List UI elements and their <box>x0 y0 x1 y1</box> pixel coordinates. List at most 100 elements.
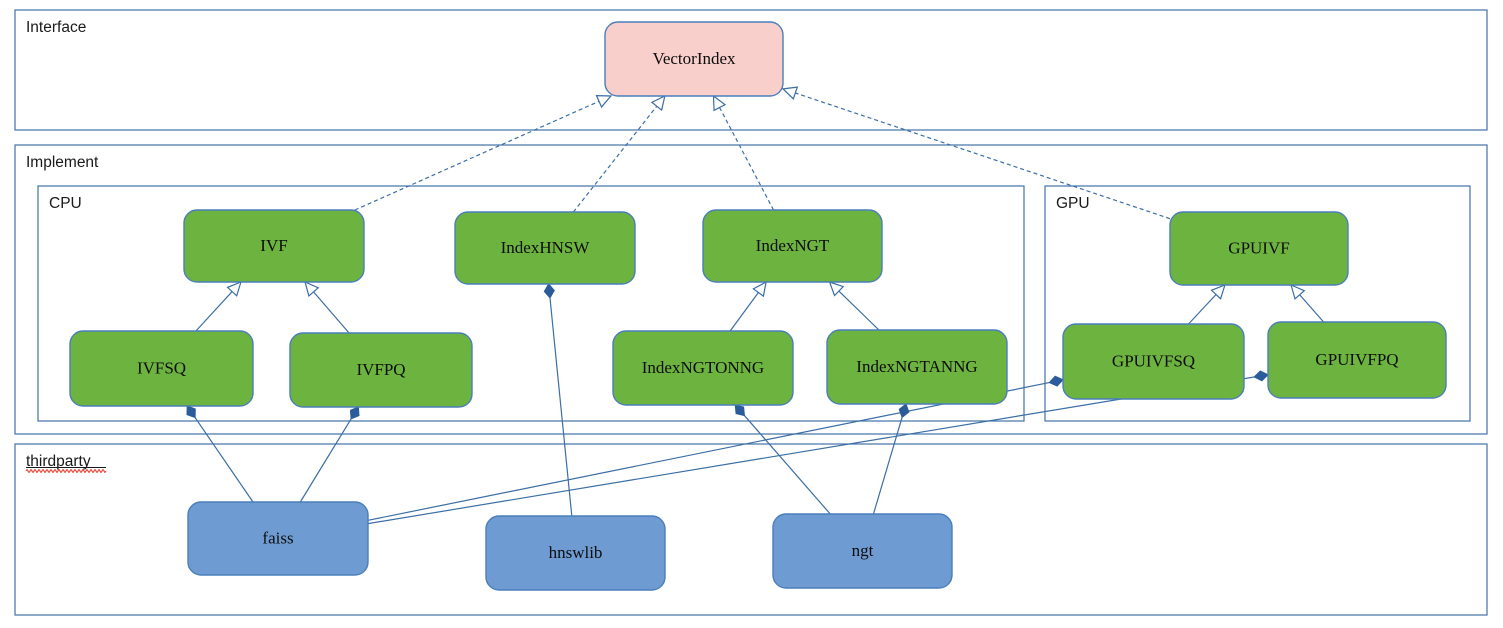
node-vectorindex[interactable]: VectorIndex <box>604 21 784 97</box>
node-indexngt[interactable]: IndexNGT <box>702 209 883 283</box>
spellcheck-underline <box>25 469 107 473</box>
node-box-ivfsq[interactable] <box>69 330 254 407</box>
node-box-indexngt[interactable] <box>702 209 883 283</box>
node-indexhnsw[interactable]: IndexHNSW <box>454 211 636 285</box>
edge-gpuivf-to-vectorindex <box>781 86 1171 220</box>
edges-layer <box>186 86 1325 525</box>
node-box-ngt[interactable] <box>772 513 953 589</box>
arrowhead-filled-diamond <box>349 406 360 420</box>
edge-line-composition <box>549 297 573 517</box>
edge-line-realization <box>572 105 658 213</box>
node-box-gpuivfsq[interactable] <box>1062 323 1245 400</box>
frame-label-interface: Interface <box>26 19 86 36</box>
arrowhead-hollow-triangle <box>1290 283 1306 300</box>
node-box-faiss[interactable] <box>187 501 369 576</box>
edge-ivf-to-vectorindex <box>354 94 613 211</box>
edge-gpuivfsq-to-gpuivf <box>1188 283 1226 325</box>
edge-faiss-to-ivfpq <box>299 406 360 503</box>
arrowhead-hollow-triangle <box>828 281 845 297</box>
edge-line-composition <box>367 376 1255 525</box>
node-label-ivf: IVF <box>260 236 287 255</box>
edge-line-generalization <box>838 290 880 331</box>
frame-label-gpu: GPU <box>1056 195 1090 212</box>
arrowhead-filled-diamond <box>543 283 555 299</box>
node-label-hnswlib: hnswlib <box>549 543 603 562</box>
edge-ivfpq-to-ivf <box>304 280 350 334</box>
edge-line-composition <box>367 381 1050 521</box>
edge-line-realization <box>719 107 775 211</box>
node-ivfsq[interactable]: IVFSQ <box>69 330 254 407</box>
node-gpuivfpq[interactable]: GPUIVFPQ <box>1267 321 1447 399</box>
edge-line-generalization <box>313 291 350 334</box>
node-box-indexngtonng[interactable] <box>612 330 794 406</box>
edge-line-realization <box>354 100 600 211</box>
arrowhead-hollow-triangle <box>650 94 666 112</box>
node-label-indexngt: IndexNGT <box>756 236 830 255</box>
edge-line-composition <box>299 418 352 503</box>
edge-indexngt-to-vectorindex <box>712 94 775 211</box>
node-box-gpuivf[interactable] <box>1169 211 1349 286</box>
edge-faiss-to-gpuivfpq <box>367 370 1269 525</box>
node-box-vectorindex[interactable] <box>604 21 784 97</box>
edge-line-generalization <box>729 292 759 332</box>
node-label-gpuivf: GPUIVF <box>1228 238 1289 257</box>
arrowhead-filled-diamond <box>1253 370 1269 382</box>
frame-label-cpu: CPU <box>49 195 82 212</box>
arrowhead-filled-diamond <box>1048 375 1064 387</box>
frame-label-thirdparty: thirdparty <box>26 453 91 470</box>
edge-hnswlib-to-indexhnsw <box>543 283 573 517</box>
edge-gpuivfpq-to-gpuivf <box>1290 283 1325 323</box>
arrowhead-hollow-triangle <box>1210 283 1226 300</box>
node-label-indexngtanng: IndexNGTANNG <box>856 357 977 376</box>
edge-line-composition <box>194 417 254 503</box>
node-hnswlib[interactable]: hnswlib <box>485 515 666 591</box>
node-ngt[interactable]: ngt <box>772 513 953 589</box>
node-indexngtanng[interactable]: IndexNGTANNG <box>826 329 1008 405</box>
node-gpuivf[interactable]: GPUIVF <box>1169 211 1349 286</box>
frame-label-implement: Implement <box>26 154 99 171</box>
node-box-hnswlib[interactable] <box>485 515 666 591</box>
node-ivf[interactable]: IVF <box>183 209 365 283</box>
edge-line-generalization <box>1188 294 1217 325</box>
arrowhead-hollow-triangle <box>304 280 320 297</box>
edge-ngt-to-indexngtonng <box>734 404 831 515</box>
edge-line-composition <box>743 415 831 515</box>
arrowhead-hollow-triangle <box>226 280 242 297</box>
node-box-ivf[interactable] <box>183 209 365 283</box>
node-label-gpuivfsq: GPUIVFSQ <box>1112 351 1195 370</box>
arrowhead-hollow-triangle <box>752 280 767 298</box>
edge-indexngtonng-to-indexngt <box>729 280 767 332</box>
node-label-gpuivfpq: GPUIVFPQ <box>1315 350 1398 369</box>
node-indexngtonng[interactable]: IndexNGTONNG <box>612 330 794 406</box>
edge-line-realization <box>795 92 1171 220</box>
arrowhead-filled-diamond <box>186 405 196 419</box>
node-gpuivfsq[interactable]: GPUIVFSQ <box>1062 323 1245 400</box>
node-box-ivfpq[interactable] <box>289 332 473 408</box>
edge-faiss-to-gpuivfsq <box>367 375 1064 521</box>
node-label-faiss: faiss <box>262 528 293 547</box>
arrowhead-hollow-triangle <box>595 94 613 109</box>
node-label-indexhnsw: IndexHNSW <box>501 238 591 257</box>
node-label-ivfpq: IVFPQ <box>356 360 405 379</box>
node-label-ngt: ngt <box>852 541 874 560</box>
arrowhead-hollow-triangle <box>781 86 799 100</box>
edge-line-generalization <box>1299 294 1325 323</box>
arrowhead-filled-diamond <box>898 403 910 419</box>
node-box-indexngtanng[interactable] <box>826 329 1008 405</box>
edge-indexngtanng-to-indexngt <box>828 281 880 331</box>
node-box-gpuivfpq[interactable] <box>1267 321 1447 399</box>
node-label-vectorindex: VectorIndex <box>652 49 736 68</box>
node-faiss[interactable]: faiss <box>187 501 369 576</box>
node-label-indexngtonng: IndexNGTONNG <box>642 358 764 377</box>
edge-ngt-to-indexngtanng <box>872 403 910 515</box>
arrowhead-hollow-triangle <box>712 94 727 112</box>
node-box-indexhnsw[interactable] <box>454 211 636 285</box>
edge-ivfsq-to-ivf <box>195 280 242 332</box>
edge-indexhnsw-to-vectorindex <box>572 94 666 213</box>
edge-line-generalization <box>195 291 233 332</box>
arrowhead-filled-diamond <box>734 404 746 417</box>
node-ivfpq[interactable]: IVFPQ <box>289 332 473 408</box>
